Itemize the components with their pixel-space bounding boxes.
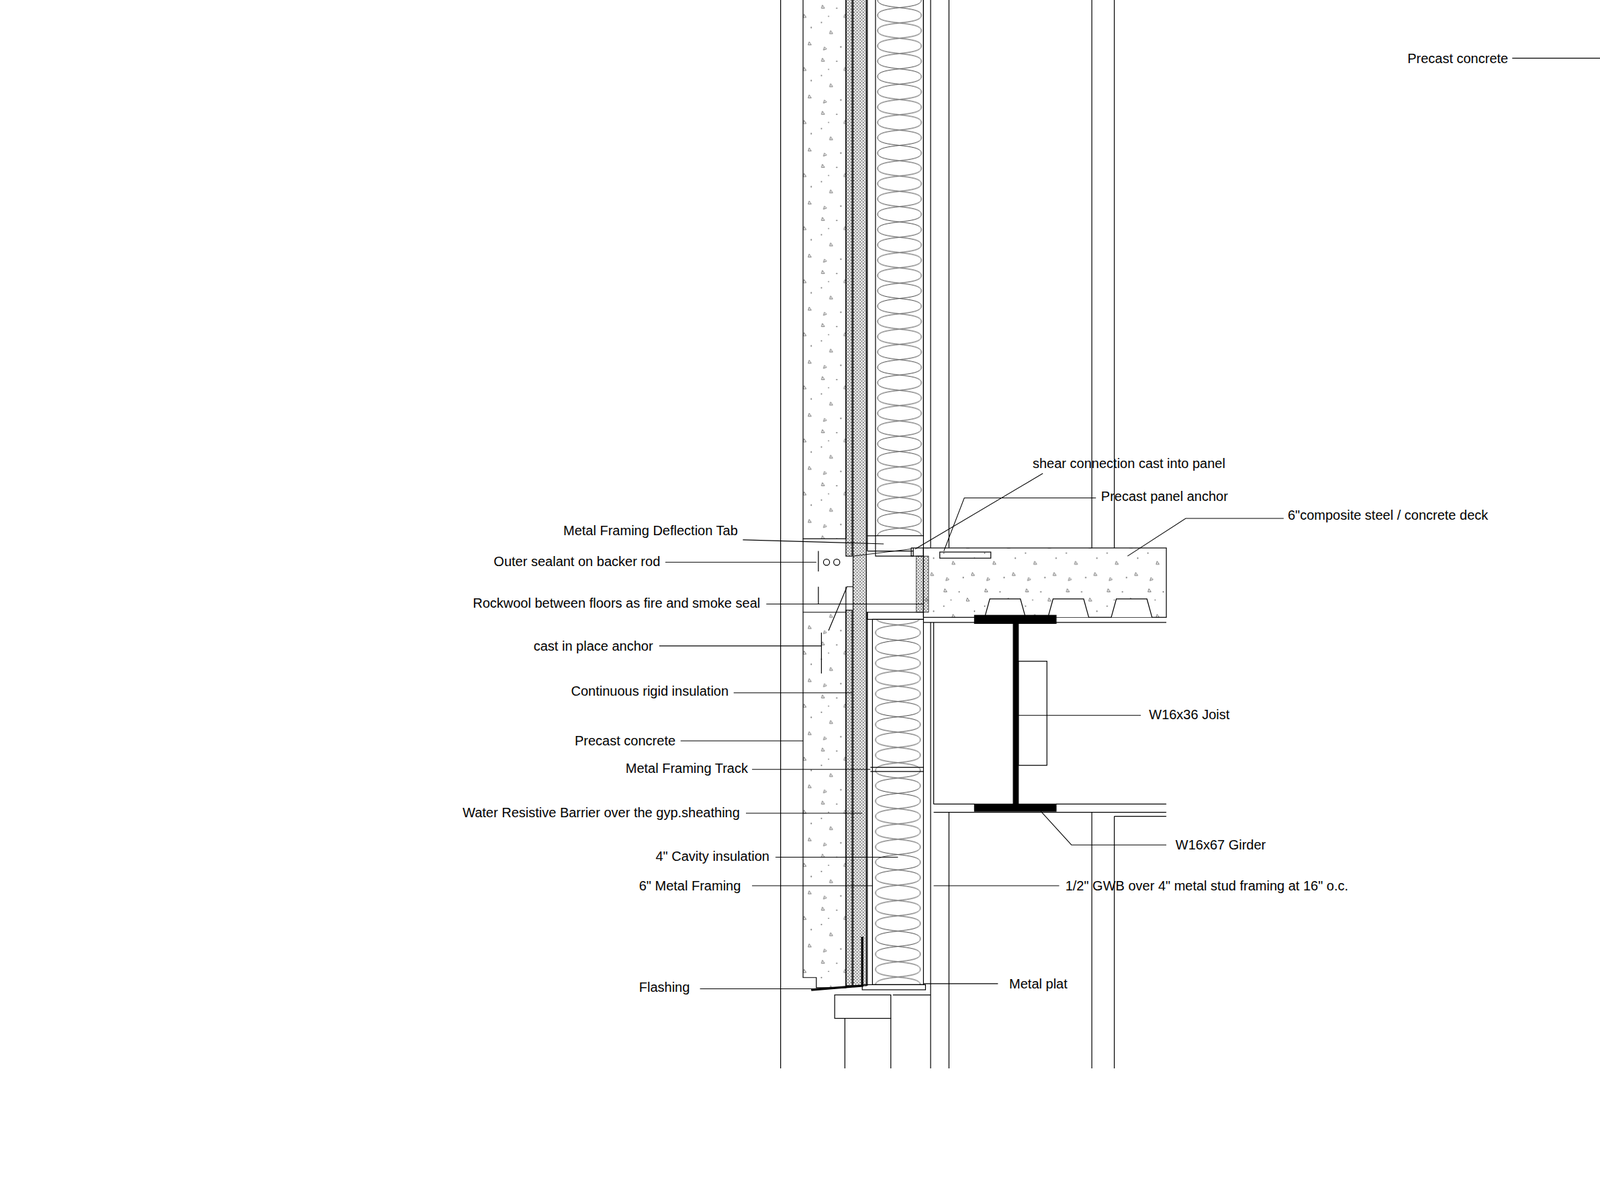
- part-label: shear connection cast into panel: [1032, 455, 1226, 471]
- part-label: W16x36 Joist: [1148, 707, 1230, 722]
- part-label: Metal plat: [1009, 976, 1068, 992]
- part-label: Outer sealant on backer rod: [493, 553, 661, 569]
- part-label: 6"composite steel / concrete deck: [1287, 507, 1488, 523]
- part-label: W16x67 Girder: [1175, 837, 1267, 853]
- part-label: 6" Metal Framing: [639, 878, 742, 893]
- part-label: Precast panel anchor: [1101, 488, 1229, 504]
- part-label: 4" Cavity insulation: [655, 848, 770, 864]
- leader-lines: [659, 58, 1600, 990]
- part-label: Flashing: [639, 979, 691, 995]
- part-label: Water Resistive Barrier over the gyp.she…: [462, 805, 740, 820]
- part-label: 1/2" GWB over 4" metal stud framing at 1…: [1065, 878, 1349, 893]
- part-label: cast in place anchor: [533, 638, 654, 654]
- part-label: Continuous rigid insulation: [571, 683, 730, 699]
- part-label: Precast concrete: [1407, 51, 1509, 66]
- part-label: Metal Framing Track: [625, 760, 748, 776]
- part-label: Precast concrete: [574, 733, 676, 748]
- part-label: Rockwool between floors as fire and smok…: [472, 595, 761, 611]
- part-label: Metal Framing Deflection Tab: [563, 523, 738, 538]
